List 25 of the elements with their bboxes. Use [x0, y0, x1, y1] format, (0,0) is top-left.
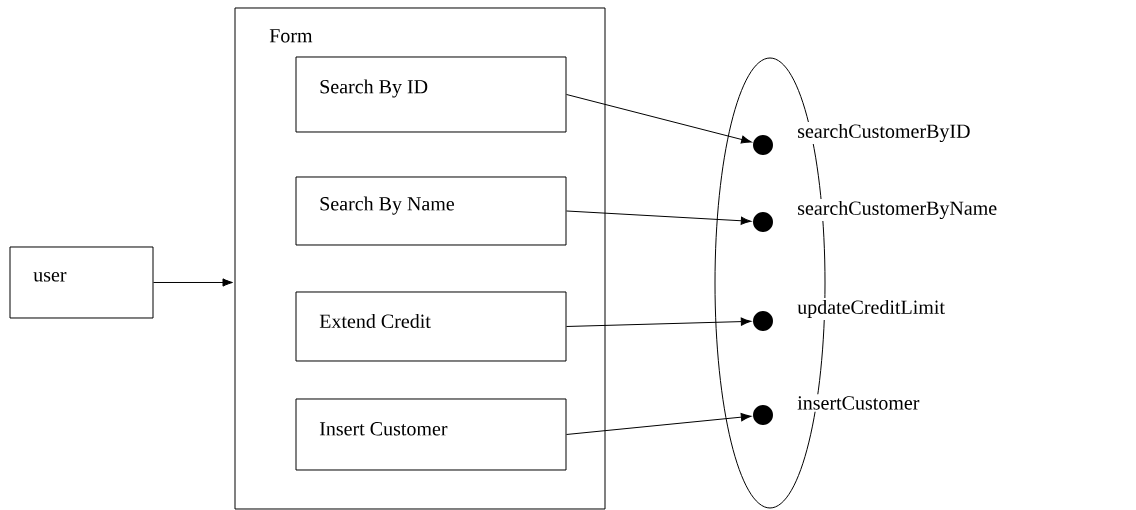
box-label: user: [33, 272, 67, 282]
dot: [753, 135, 773, 155]
box: [234, 7, 606, 510]
box-label: Insert Customer: [319, 422, 448, 436]
dot: [753, 405, 773, 425]
box: [295, 56, 567, 133]
box: [9, 246, 154, 319]
arrow: [566, 317, 752, 327]
method-name: insertCustomer: [795, 394, 922, 412]
arrow: [566, 413, 752, 435]
box-label: Search By Name: [320, 196, 455, 215]
box: [295, 291, 567, 362]
method-name: searchCustomerByID: [795, 121, 973, 145]
dot: [753, 311, 773, 331]
method-name: updateCreditLimit: [795, 297, 947, 321]
arrow: [566, 210, 752, 225]
method-name: searchCustomerByName: [795, 198, 1000, 222]
arrow: [153, 278, 233, 287]
dot: [753, 212, 773, 232]
box: [295, 176, 567, 246]
arrow: [566, 94, 752, 144]
box-label: Search By ID: [320, 79, 428, 98]
box-label: Extend Credit: [319, 313, 431, 328]
box: [295, 398, 567, 471]
box-title: Form: [269, 29, 313, 43]
